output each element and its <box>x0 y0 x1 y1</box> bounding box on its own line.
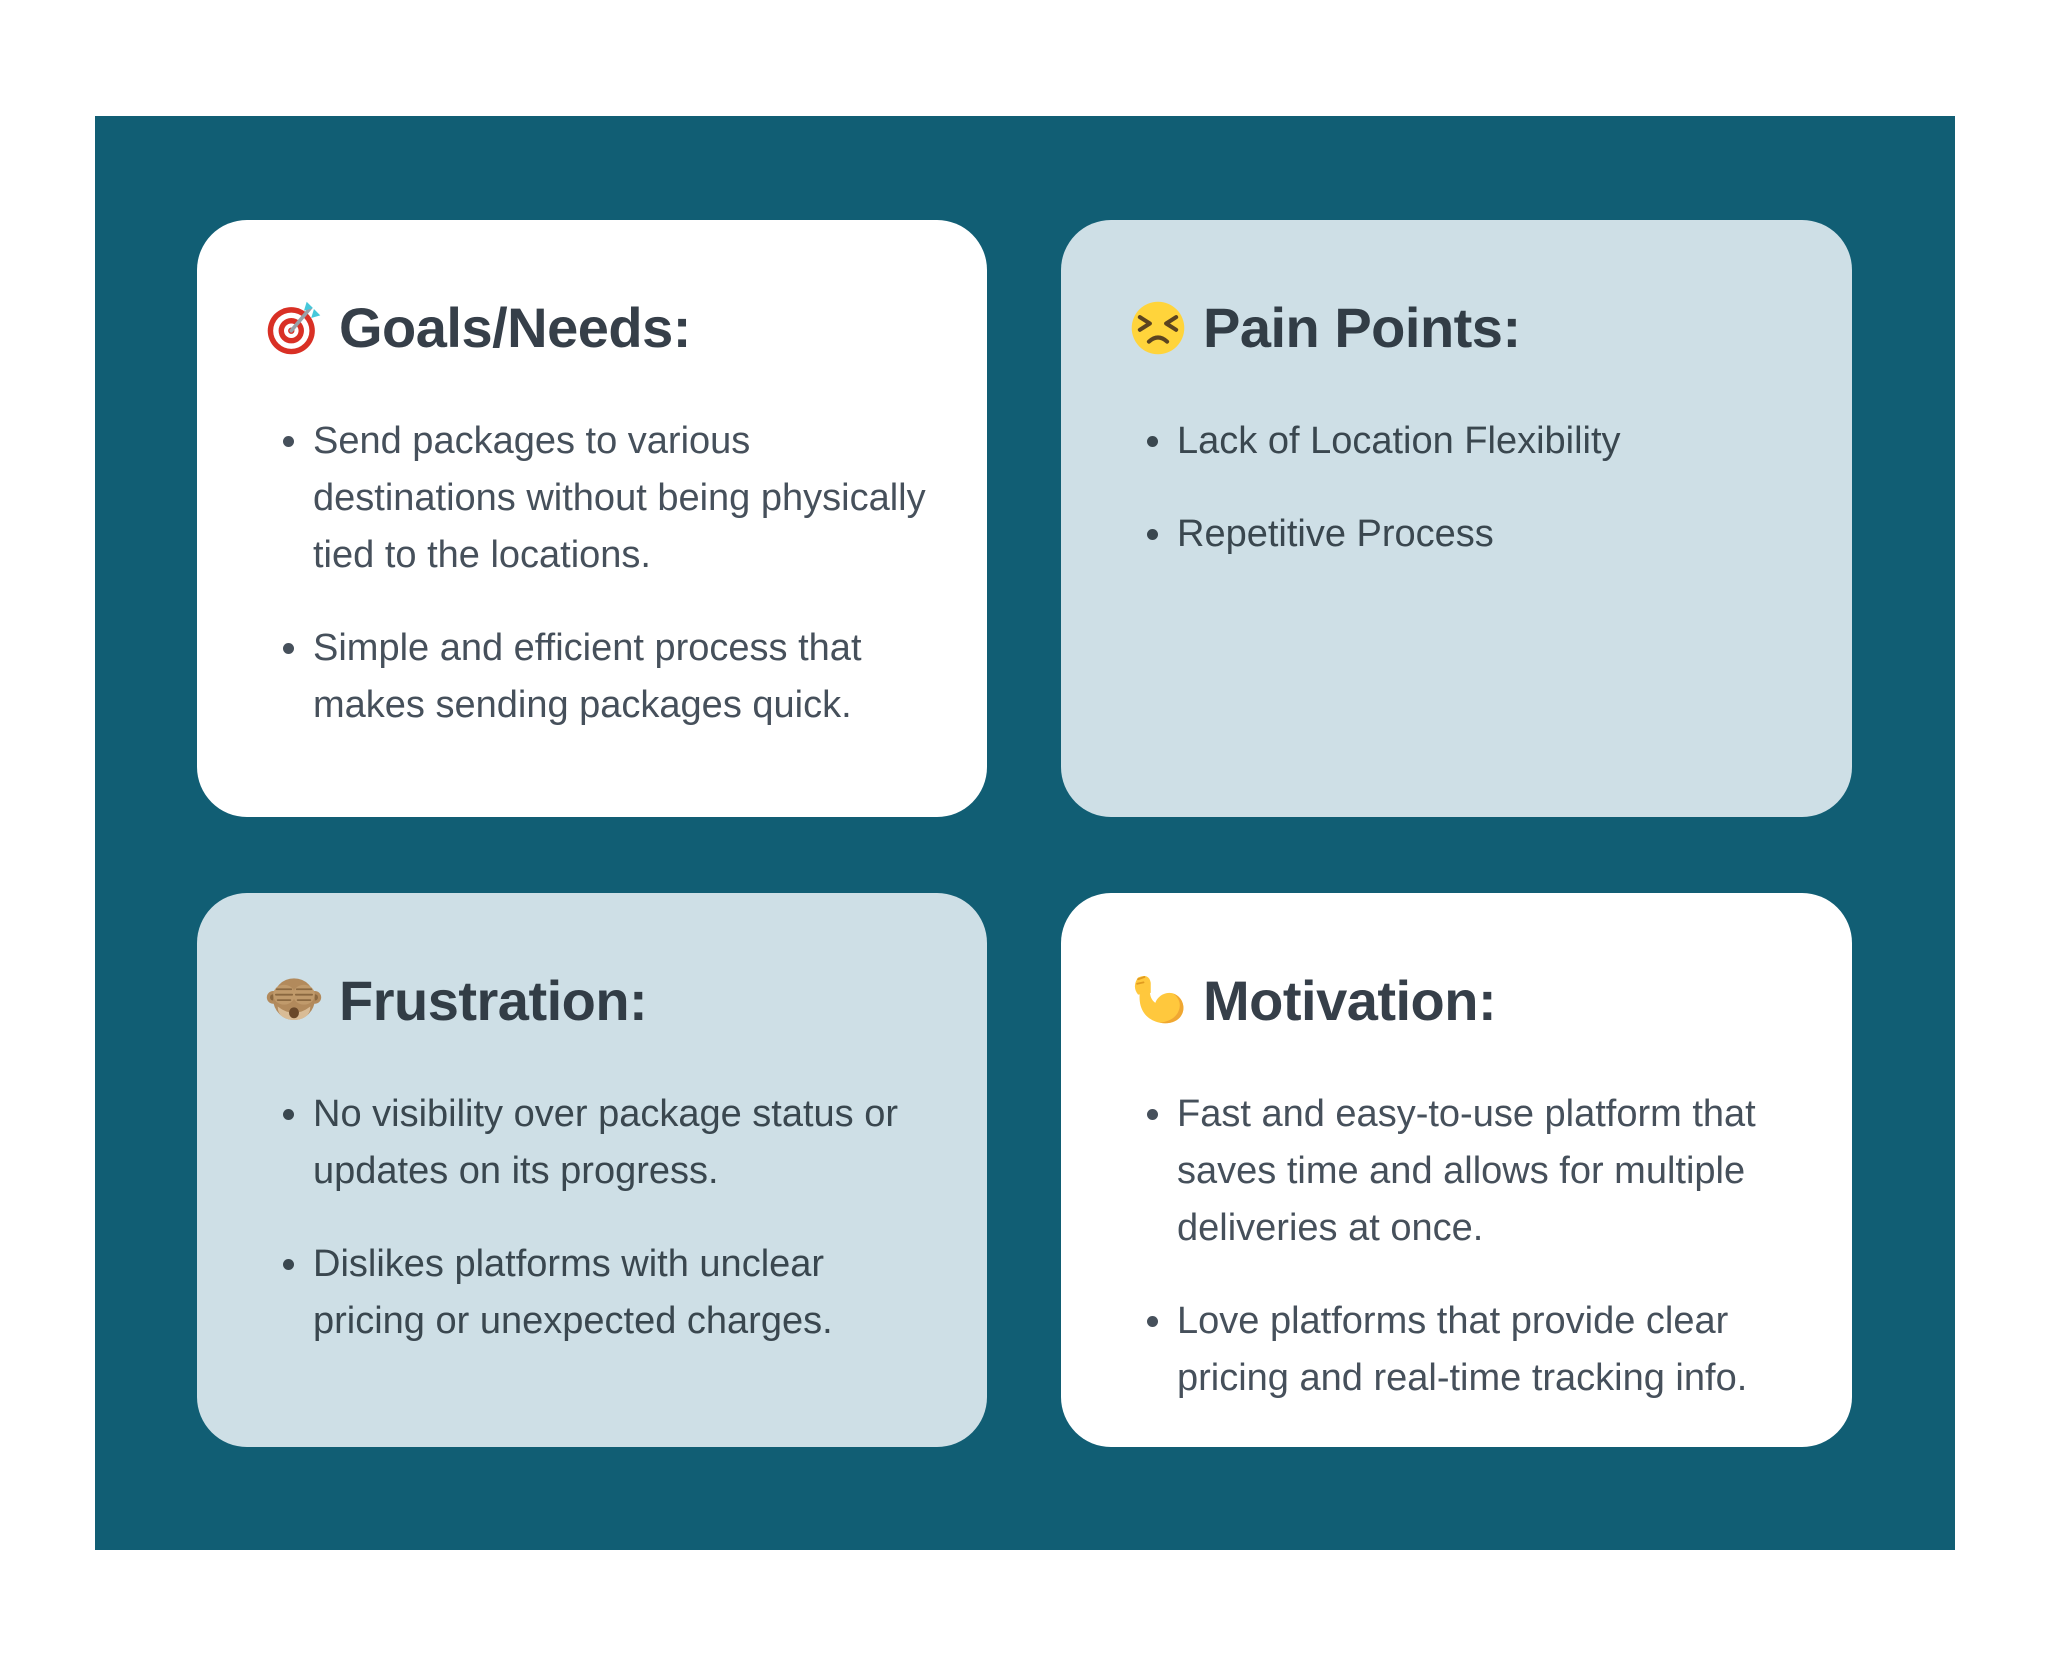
card-heading: Pain Points: <box>1129 294 1802 361</box>
bullet-text: No visibility over package status or upd… <box>313 1093 899 1192</box>
persevering-face-icon <box>1131 301 1185 354</box>
bullet-dot <box>1147 1109 1158 1120</box>
bullet-dot <box>283 1259 294 1270</box>
teal-panel: Goals/Needs: Send packages to various de… <box>95 116 1955 1550</box>
card-heading: Goals/Needs: <box>265 294 937 361</box>
list-item: Simple and efficient process that makes … <box>283 620 937 734</box>
card-pain-points: Pain Points: Lack of Location Flexibilit… <box>1061 220 1852 817</box>
card-frustration: Frustration: No visibility over package … <box>197 893 987 1447</box>
see-no-evil-monkey-icon <box>266 977 322 1020</box>
bullet-list: Send packages to various destinations wi… <box>265 413 937 734</box>
bullet-dot <box>1147 436 1158 447</box>
list-item: No visibility over package status or upd… <box>283 1086 937 1200</box>
list-item: Love platforms that provide clear pricin… <box>1147 1293 1802 1407</box>
list-item: Dislikes platforms with unclear pricing … <box>283 1236 937 1350</box>
bullet-list: Lack of Location Flexibility Repetitive … <box>1129 413 1802 563</box>
bullet-dot <box>283 436 294 447</box>
card-title: Pain Points: <box>1203 296 1521 359</box>
bullet-dot <box>1147 1316 1158 1327</box>
list-item: Fast and easy-to-use platform that saves… <box>1147 1086 1802 1257</box>
card-goals-needs: Goals/Needs: Send packages to various de… <box>197 220 987 817</box>
card-heading: Frustration: <box>265 967 937 1034</box>
card-heading: Motivation: <box>1129 967 1802 1034</box>
bullet-text: Simple and efficient process that makes … <box>313 627 862 726</box>
target-icon <box>267 301 321 354</box>
persona-grid: Goals/Needs: Send packages to various de… <box>197 220 1852 1447</box>
bullet-text: Dislikes platforms with unclear pricing … <box>313 1243 833 1342</box>
list-item: Send packages to various destinations wi… <box>283 413 937 584</box>
list-item: Repetitive Process <box>1147 506 1802 563</box>
bullet-list: Fast and easy-to-use platform that saves… <box>1129 1086 1802 1407</box>
card-title: Frustration: <box>339 969 648 1032</box>
bullet-text: Repetitive Process <box>1177 513 1494 555</box>
bullet-dot <box>283 1109 294 1120</box>
card-title: Goals/Needs: <box>339 296 691 359</box>
list-item: Lack of Location Flexibility <box>1147 413 1802 470</box>
bullet-dot <box>1147 529 1158 540</box>
bullet-text: Fast and easy-to-use platform that saves… <box>1177 1093 1756 1249</box>
bullet-dot <box>283 643 294 654</box>
bullet-text: Send packages to various destinations wi… <box>313 420 926 576</box>
bullet-text: Lack of Location Flexibility <box>1177 420 1621 462</box>
flexed-biceps-icon <box>1134 975 1184 1023</box>
bullet-text: Love platforms that provide clear pricin… <box>1177 1300 1748 1399</box>
card-motivation: Motivation: Fast and easy-to-use platfor… <box>1061 893 1852 1447</box>
card-title: Motivation: <box>1203 969 1497 1032</box>
bullet-list: No visibility over package status or upd… <box>265 1086 937 1350</box>
